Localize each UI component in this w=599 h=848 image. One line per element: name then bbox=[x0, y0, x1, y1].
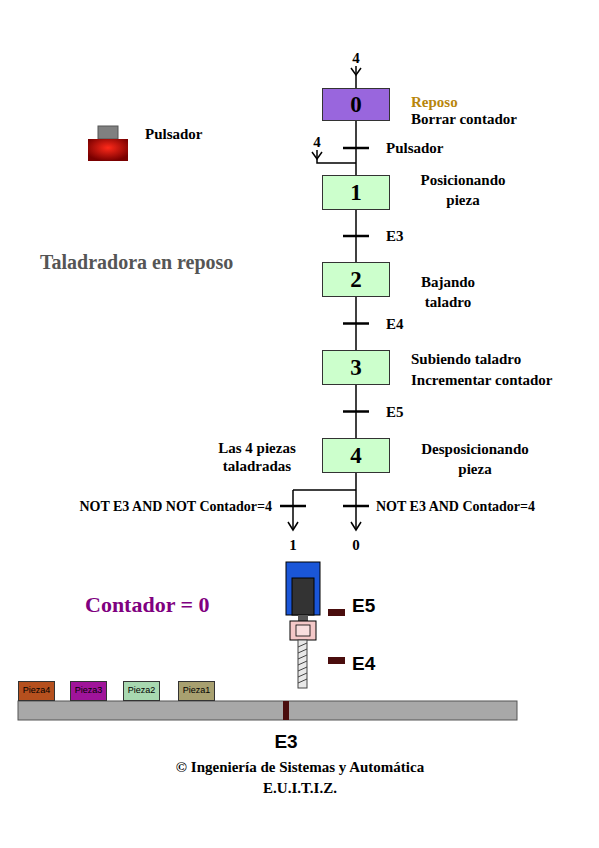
reference-number: 4 bbox=[352, 49, 360, 67]
caption: © Ingeniería de Sistemas y Automática bbox=[176, 758, 424, 776]
step-box: 2Bajando taladro bbox=[322, 262, 390, 297]
institution-name: E.U.I.T.I.Z. bbox=[263, 779, 337, 797]
step-action: Borrar contador bbox=[411, 109, 517, 129]
transition-link bbox=[343, 210, 369, 262]
transition-label: E3 bbox=[386, 227, 404, 245]
step-number: 4 bbox=[350, 443, 362, 469]
reference-arrow bbox=[351, 66, 361, 88]
transition-link bbox=[343, 385, 369, 438]
step-box: 0ReposoBorrar contador bbox=[322, 88, 390, 121]
step-box: 3Subiendo taladroIncrementar contador bbox=[322, 350, 390, 385]
step-action: Incrementar contador bbox=[411, 370, 553, 390]
status-text: Taladradora en reposo bbox=[40, 250, 233, 274]
target-step: 0 bbox=[352, 536, 360, 554]
transition-label: E5 bbox=[386, 403, 404, 421]
workpiece: Pieza1 bbox=[178, 681, 215, 701]
step-action: Bajando taladro bbox=[409, 272, 487, 312]
transition-label: Pulsador bbox=[386, 139, 444, 157]
sensor-label: E5 bbox=[352, 594, 375, 617]
sensor-e3 bbox=[283, 701, 289, 720]
pushbutton-label: Pulsador bbox=[145, 125, 203, 143]
step-number: 1 bbox=[350, 180, 362, 206]
note-text: Las 4 piezas taladradas bbox=[205, 439, 309, 475]
pushbutton-icon bbox=[88, 126, 128, 161]
transition-link bbox=[343, 297, 369, 350]
step-action: Desposicionando pieza bbox=[405, 439, 545, 479]
target-step: 1 bbox=[289, 536, 297, 554]
piece-label: Pieza3 bbox=[73, 684, 104, 696]
transition-link bbox=[343, 121, 369, 175]
workpiece: Pieza3 bbox=[70, 681, 107, 701]
sensor-label: E4 bbox=[352, 652, 375, 675]
transition-condition: NOT E3 AND NOT Contador=4 bbox=[79, 498, 272, 515]
piece-label: Pieza1 bbox=[181, 684, 212, 696]
piece-label: Pieza2 bbox=[126, 684, 157, 696]
sensor-e4 bbox=[328, 657, 345, 664]
sensor-label: E3 bbox=[274, 730, 297, 753]
reference-number: 4 bbox=[313, 133, 321, 151]
conveyor bbox=[18, 701, 517, 720]
step-action: Reposo bbox=[411, 92, 458, 112]
sensor-e5 bbox=[328, 609, 345, 616]
step-number: 0 bbox=[350, 92, 362, 118]
workpiece: Pieza2 bbox=[123, 681, 160, 701]
branch-lines bbox=[280, 473, 369, 530]
step-box: 1Posicionando pieza bbox=[322, 175, 390, 210]
transition-label: E4 bbox=[386, 315, 404, 333]
transition-condition: NOT E3 AND Contador=4 bbox=[376, 498, 535, 515]
workpiece: Pieza4 bbox=[18, 681, 55, 701]
step-action: Posicionando pieza bbox=[407, 170, 519, 210]
piece-label: Pieza4 bbox=[21, 684, 52, 696]
step-number: 3 bbox=[350, 355, 362, 381]
reference-arrow bbox=[312, 150, 356, 163]
counter-value: Contador = 0 bbox=[85, 592, 210, 618]
step-box: 4Desposicionando pieza bbox=[322, 438, 390, 473]
step-number: 2 bbox=[350, 267, 362, 293]
drill-symbol bbox=[286, 562, 320, 688]
step-action: Subiendo taladro bbox=[411, 349, 521, 369]
